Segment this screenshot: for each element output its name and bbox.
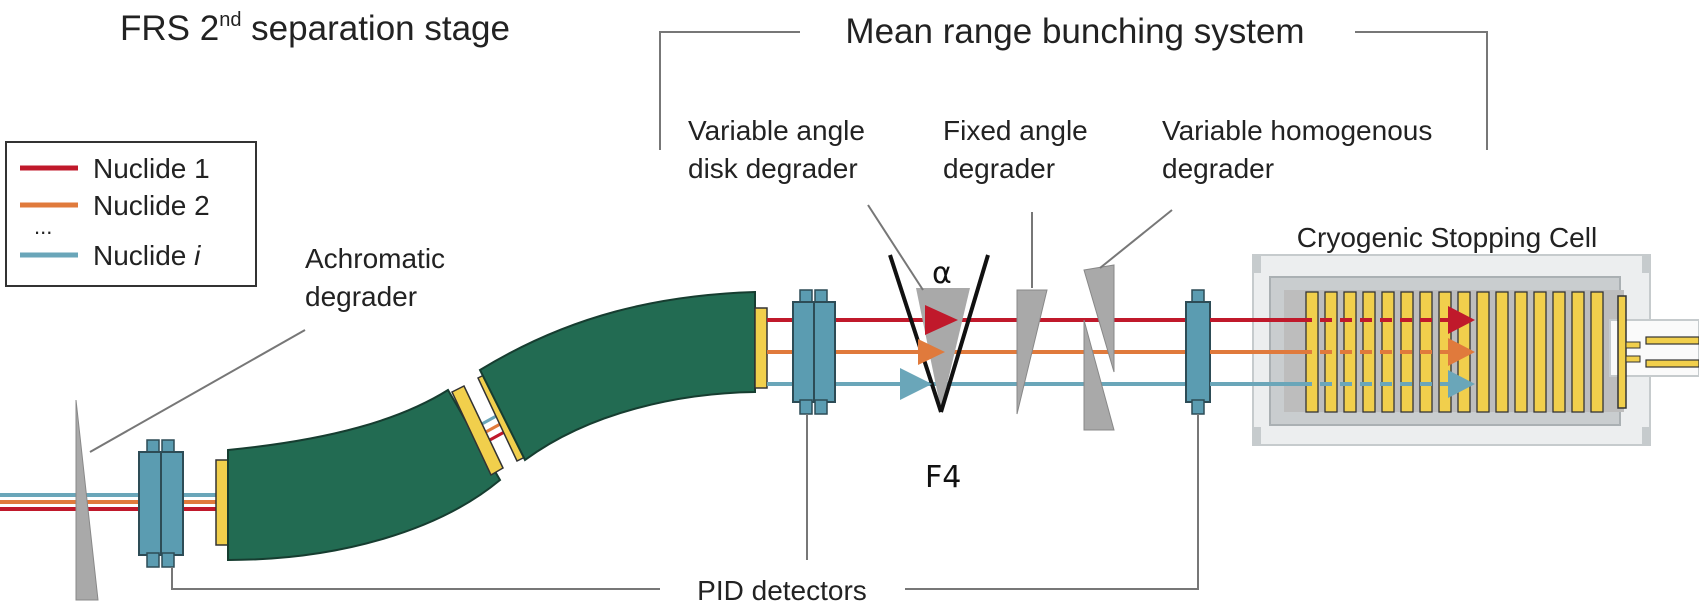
bunching-system-bracket	[659, 31, 1488, 150]
disk-degrader-edge-left	[888, 254, 943, 413]
electrode-plate	[1495, 291, 1509, 413]
achromatic-degrader-label-1: Achromatic	[305, 243, 445, 274]
f4-label: F4	[925, 460, 961, 495]
legend: Nuclide 1 Nuclide 2 ... Nuclide i	[5, 141, 257, 287]
dipole-magnet-2	[478, 290, 756, 462]
extraction-rf-structure	[1617, 295, 1699, 409]
legend-label-nuclide-1: Nuclide 1	[93, 153, 210, 184]
variable-homogenous-degrader-top	[1083, 264, 1115, 373]
achromatic-pointer-line	[89, 329, 306, 453]
beam-f4	[767, 318, 1250, 386]
homogenous-pointer-line	[1099, 209, 1173, 269]
variable-homogenous-degrader-bottom	[1083, 319, 1115, 431]
disk-degrader-edge-right	[939, 254, 990, 413]
beam-inside-cell	[1300, 306, 1475, 398]
title-mean-range-bunching-system: Mean range bunching system	[845, 12, 1304, 51]
var-angle-label-1: Variable angle	[688, 115, 865, 146]
cryogenic-stopping-cell-label: Cryogenic Stopping Cell	[1297, 222, 1597, 253]
fixed-angle-label-1: Fixed angle	[943, 115, 1088, 146]
detector-window-1	[215, 459, 229, 546]
fixed-angle-label-2: degrader	[943, 153, 1055, 184]
pid-detector-3	[1185, 289, 1211, 415]
electrode-plate	[1590, 291, 1604, 413]
beam-into-cryo	[1210, 318, 1300, 386]
achromatic-degrader-label-2: degrader	[305, 281, 417, 312]
disk-degrader-pointer-line	[867, 204, 924, 291]
electrode-plate	[1552, 291, 1566, 413]
pid-detectors-label: PID detectors	[697, 575, 867, 606]
electrode-plate	[1533, 291, 1547, 413]
detector-window-2	[754, 307, 768, 389]
var-homo-label-2: degrader	[1162, 153, 1274, 184]
arrow-nuclide-1	[925, 305, 958, 335]
arrow-nuclide-i	[900, 368, 932, 400]
var-angle-label-2: disk degrader	[688, 153, 858, 184]
electrode-plate	[1476, 291, 1490, 413]
pid-detector-1	[138, 439, 184, 568]
arrow-nuclide-2	[918, 339, 945, 365]
incoming-beam	[0, 493, 225, 511]
legend-ellipsis: ...	[34, 214, 52, 239]
legend-label-nuclide-i: Nuclide i	[93, 240, 201, 271]
achromatic-degrader-wedge	[75, 399, 99, 601]
legend-label-nuclide-2: Nuclide 2	[93, 190, 210, 221]
pid-detector-2	[792, 289, 836, 415]
degrader-plate-mid-1	[451, 384, 504, 477]
electrode-plate	[1571, 291, 1585, 413]
dipole-magnet-1	[227, 388, 502, 562]
electrode-plate	[1514, 291, 1528, 413]
pid-connector-lines	[171, 414, 1199, 590]
cryogenic-stopping-cell	[1252, 254, 1699, 446]
title-frs-separation-stage: FRS 2nd separation stage	[120, 9, 510, 48]
var-homo-label-1: Variable homogenous	[1162, 115, 1432, 146]
fixed-angle-degrader	[1016, 289, 1048, 415]
alpha-symbol: α	[932, 256, 952, 291]
